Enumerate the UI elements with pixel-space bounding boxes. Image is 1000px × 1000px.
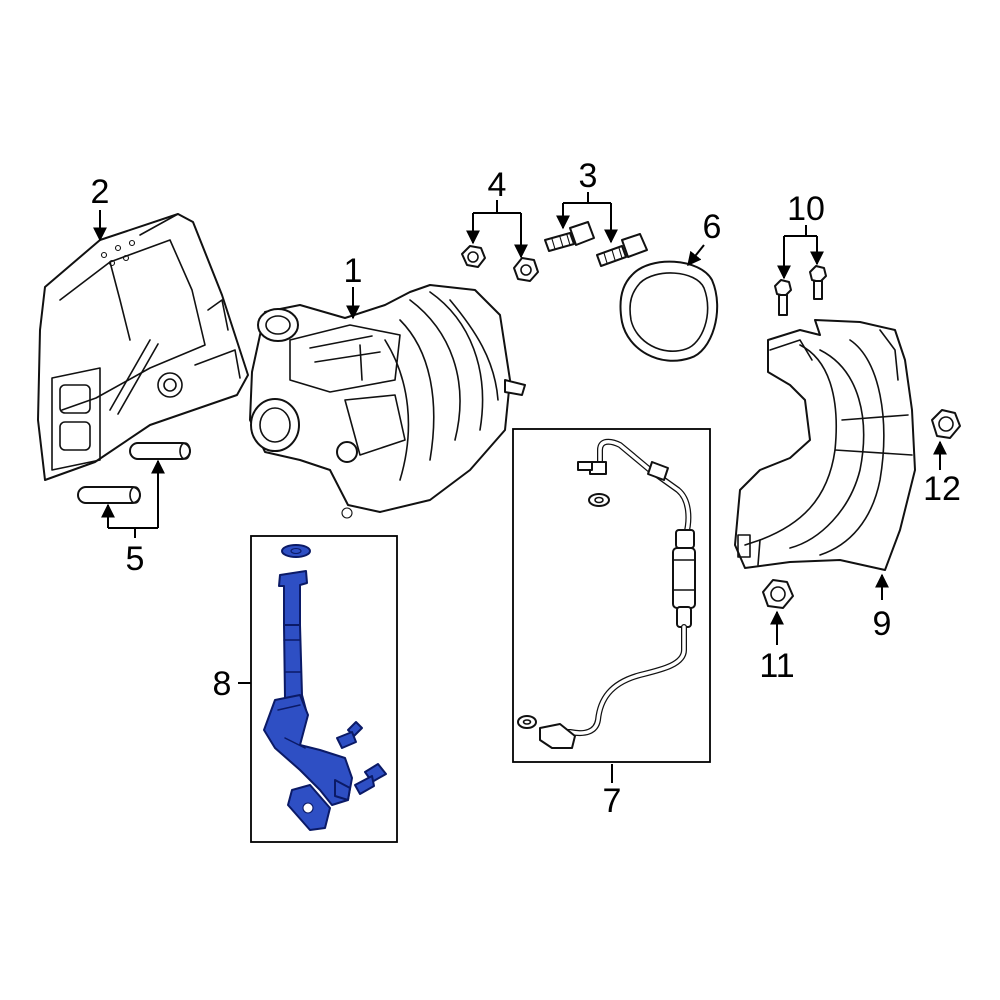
oil-return-hose-part-7[interactable] xyxy=(517,438,696,749)
callout-5: 5 xyxy=(126,540,145,578)
oil-feed-pipe-part-8[interactable] xyxy=(263,544,387,831)
gasket-part-6[interactable] xyxy=(619,260,719,362)
turbocharger-part-1[interactable] xyxy=(249,284,526,519)
bolts-part-3[interactable] xyxy=(544,221,648,267)
heat-shield-part-2[interactable] xyxy=(37,213,249,481)
bolts-part-10[interactable] xyxy=(774,265,827,316)
callout-9: 9 xyxy=(873,605,892,643)
callout-3: 3 xyxy=(579,157,598,195)
nuts-part-4[interactable] xyxy=(461,245,539,282)
callout-4: 4 xyxy=(488,166,507,204)
callout-7: 7 xyxy=(603,782,622,820)
callout-6: 6 xyxy=(703,208,722,246)
callout-12: 12 xyxy=(923,470,961,508)
part-8-frame xyxy=(250,535,398,843)
leader-lines xyxy=(93,192,947,783)
nut-part-12[interactable] xyxy=(931,409,961,439)
dowel-pins-part-5[interactable] xyxy=(77,442,191,504)
callout-2: 2 xyxy=(91,173,110,211)
heat-shield-part-9[interactable] xyxy=(734,319,916,571)
nut-part-11[interactable] xyxy=(762,579,794,609)
callout-10: 10 xyxy=(787,190,825,228)
callout-1: 1 xyxy=(344,252,363,290)
callout-8: 8 xyxy=(213,665,232,703)
callout-11: 11 xyxy=(759,647,794,685)
part-7-frame xyxy=(512,428,711,763)
